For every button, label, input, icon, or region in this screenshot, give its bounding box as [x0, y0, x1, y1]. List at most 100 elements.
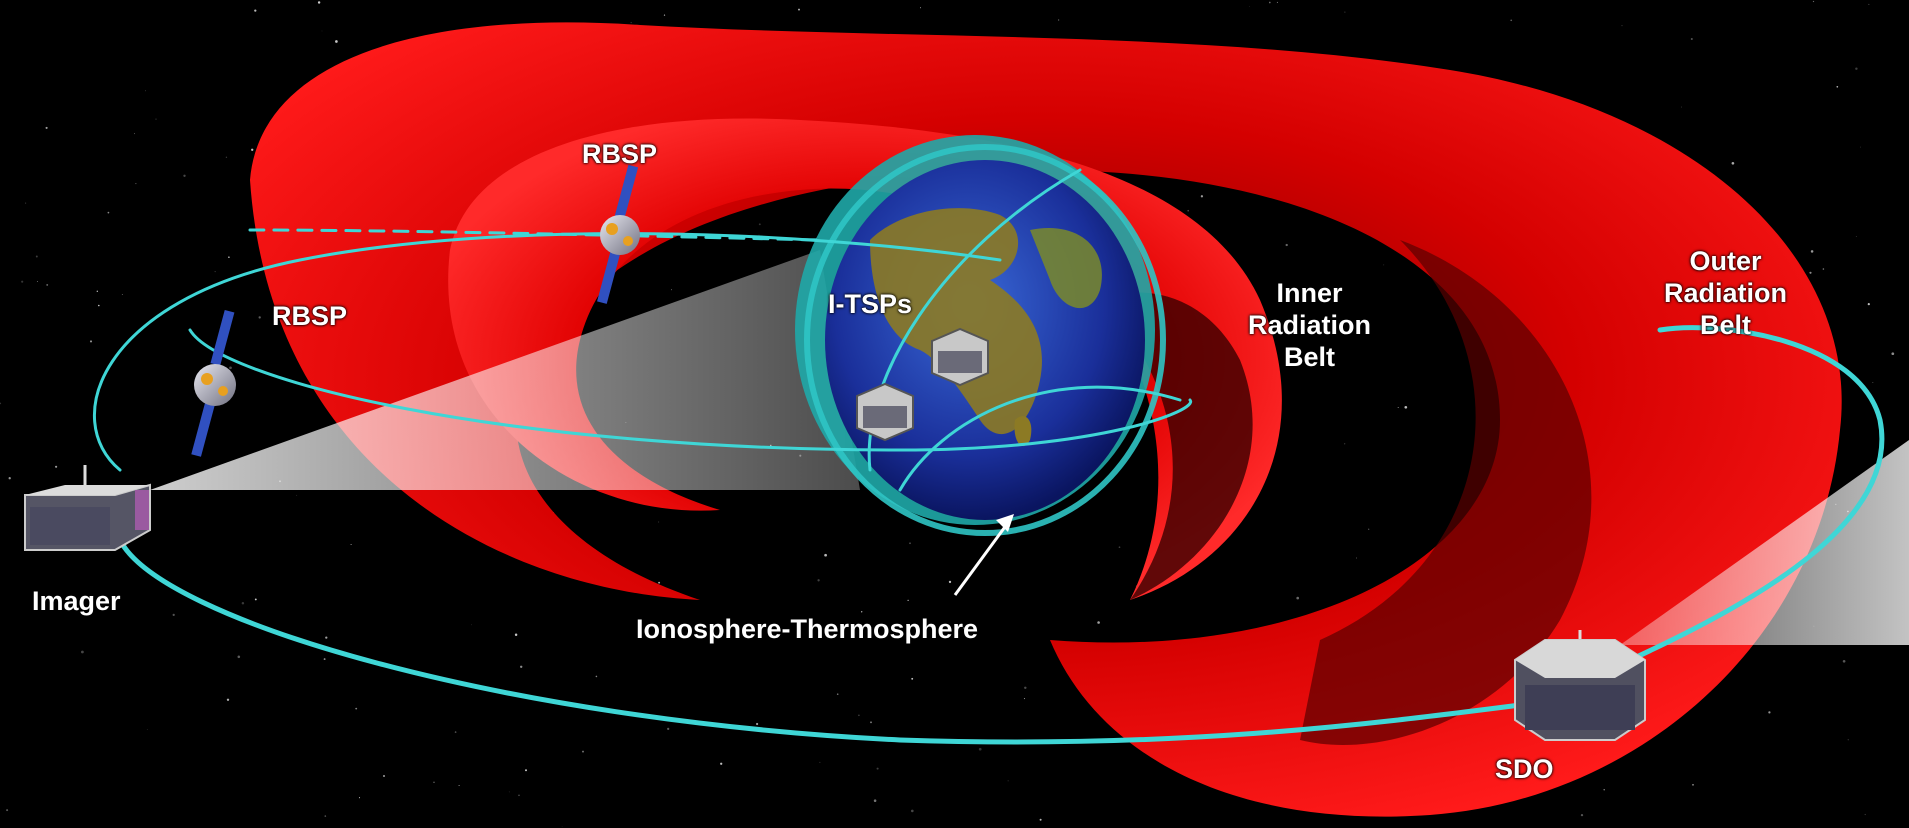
star [595, 675, 598, 678]
star [1268, 1, 1271, 4]
inner-belt-line-2: Radiation [1248, 310, 1372, 340]
star [97, 304, 100, 307]
star [1809, 271, 1812, 274]
star [55, 465, 58, 468]
star [756, 722, 759, 726]
star [1847, 739, 1849, 741]
imager-label: Imager [32, 586, 121, 616]
star [520, 665, 523, 668]
star [1822, 268, 1825, 270]
star [214, 271, 216, 273]
star [1404, 405, 1408, 409]
star [325, 636, 328, 639]
itsps-label: I-TSPs [828, 289, 913, 319]
star [1039, 818, 1042, 821]
star [121, 293, 123, 296]
star [907, 599, 909, 602]
star [910, 809, 914, 813]
star [21, 280, 24, 283]
star [836, 693, 839, 695]
outer-belt-line-2: Radiation [1664, 278, 1788, 308]
star [758, 234, 760, 236]
star [1864, 813, 1866, 816]
star [1731, 161, 1735, 165]
star [1187, 209, 1189, 212]
star [870, 721, 872, 724]
star [258, 316, 261, 319]
star [323, 658, 326, 661]
sdo-view-beam [1620, 440, 1909, 645]
inner-belt-line-3: Belt [1284, 342, 1336, 372]
star [873, 799, 877, 802]
star [1681, 106, 1683, 108]
star [561, 826, 563, 828]
star [911, 677, 914, 680]
star [1200, 195, 1204, 198]
star [1248, 6, 1250, 7]
star [1024, 686, 1027, 690]
star [1356, 557, 1357, 559]
imager-view-beam [150, 250, 860, 490]
imager-spacecraft [24, 465, 151, 551]
star [920, 7, 921, 9]
star [8, 477, 11, 480]
itsp-satellite-2 [856, 382, 914, 442]
star [1855, 67, 1858, 70]
star [241, 601, 245, 605]
star [254, 9, 257, 12]
star [963, 627, 966, 630]
star [0, 402, 2, 405]
outer-belt-line-1: Outer [1689, 246, 1762, 276]
star [758, 223, 761, 226]
star [296, 494, 298, 496]
star [36, 281, 38, 282]
star [1580, 813, 1584, 817]
star [1276, 1, 1278, 3]
star [45, 126, 48, 129]
star [858, 714, 860, 717]
outer-radiation-belt-label: Outer Radiation Belt [1664, 245, 1787, 341]
star [819, 761, 821, 763]
star [1621, 25, 1623, 27]
star [89, 340, 93, 343]
star [324, 815, 327, 817]
rbsp-upper-label: RBSP [582, 139, 658, 169]
star [514, 633, 518, 637]
star [1855, 235, 1857, 237]
star [798, 8, 800, 11]
star [454, 731, 457, 733]
star [321, 30, 323, 32]
star [350, 543, 352, 546]
star [134, 133, 136, 135]
star [824, 553, 827, 557]
star [518, 794, 520, 797]
star [1690, 37, 1693, 41]
star [525, 769, 527, 772]
star [508, 791, 510, 793]
star [1872, 382, 1874, 383]
star [470, 624, 472, 626]
star [663, 14, 666, 16]
star [1891, 352, 1895, 356]
star [251, 148, 254, 151]
inner-radiation-belt-label: Inner Radiation Belt [1248, 277, 1371, 373]
star [6, 809, 9, 812]
sdo-spacecraft [1514, 630, 1646, 741]
star [228, 256, 230, 258]
star [135, 183, 137, 185]
star [1057, 19, 1060, 21]
star [1023, 698, 1026, 700]
star [145, 90, 146, 92]
star [658, 581, 661, 584]
star [237, 655, 241, 659]
outer-belt-line-3: Belt [1700, 310, 1752, 340]
star [1603, 789, 1605, 791]
star [1368, 528, 1370, 530]
star [355, 707, 358, 710]
star [1810, 250, 1814, 253]
star [317, 1, 321, 4]
star [1510, 19, 1513, 22]
star [1812, 0, 1815, 3]
star [146, 729, 148, 730]
